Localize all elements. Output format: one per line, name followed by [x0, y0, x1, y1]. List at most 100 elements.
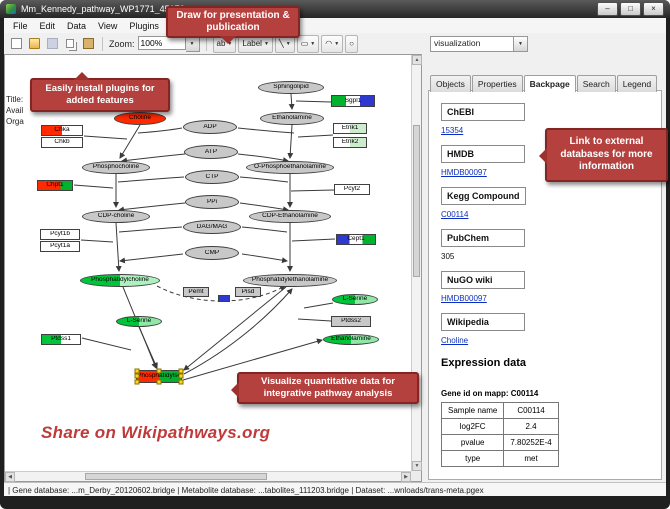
selection-handle[interactable] — [156, 368, 162, 373]
backpage-link-hmdb[interactable]: HMDB00097 — [441, 168, 487, 177]
node-pcyt1b[interactable]: Pcyt1b — [40, 228, 80, 240]
horizontal-scrollbar[interactable]: ◀ ▶ — [5, 471, 411, 482]
oval-tool-button[interactable]: ○ — [345, 34, 358, 53]
label-tool-icon: Label — [242, 39, 262, 48]
node-etnk2[interactable]: Etnk2 — [333, 136, 367, 148]
node-cdp-ethanolamine[interactable]: CDP-Ethanolamine — [249, 209, 331, 223]
selection-handle[interactable] — [156, 379, 162, 384]
node-sphingolipid[interactable]: Sphingolipid — [258, 80, 324, 94]
backpage-link-kegg-compound[interactable]: C00114 — [441, 210, 469, 219]
selection-handle[interactable] — [178, 368, 184, 373]
title-bar: Mm_Kennedy_pathway_WP1771_45176.gp... –□… — [0, 0, 670, 18]
selection-handle[interactable] — [134, 373, 140, 379]
zoom-input[interactable] — [137, 35, 186, 50]
scroll-down-icon[interactable]: ▼ — [412, 461, 422, 471]
node-dag-mag[interactable]: DAG/MAG — [183, 220, 241, 234]
selection-handle[interactable] — [178, 373, 184, 379]
selection-handle[interactable] — [134, 368, 140, 373]
tab-backpage[interactable]: Backpage — [523, 75, 576, 92]
share-annotation: Share on Wikipathways.org — [41, 423, 271, 442]
maximize-button[interactable]: □ — [620, 2, 641, 16]
backpage-link-wikipedia[interactable]: Choline — [441, 336, 469, 345]
node-pemt[interactable]: Pemt — [183, 287, 209, 297]
oval-tool-icon: ○ — [349, 39, 354, 48]
node-choline[interactable]: Choline — [114, 111, 166, 125]
backpage-link-chebi[interactable]: 15354 — [441, 126, 464, 135]
visualization-value[interactable]: visualization — [430, 36, 514, 52]
selection-handle[interactable] — [134, 379, 140, 384]
backpage-link-nugo-wiki[interactable]: HMDB00097 — [441, 294, 487, 303]
node-l-serine[interactable]: L-Serine — [332, 293, 378, 305]
save-file-icon — [46, 38, 58, 49]
line-tool-button[interactable]: ╲▼ — [274, 34, 295, 53]
vertical-scrollbar[interactable]: ▲ ▼ — [411, 55, 422, 471]
node-pcyt1a[interactable]: Pcyt1a — [40, 240, 80, 252]
node-pisd[interactable]: Pisd — [235, 287, 261, 297]
node-ethanolamine[interactable]: Ethanolamine — [323, 333, 379, 345]
copy-button[interactable] — [62, 36, 78, 52]
scroll-right-icon[interactable]: ▶ — [401, 472, 411, 482]
node-o-phosphoethanolamine[interactable]: O-Phosphoethanolamine — [246, 160, 334, 174]
node-pcyt2[interactable]: Pcyt2 — [334, 183, 370, 195]
node-label: Etnk2 — [341, 138, 359, 145]
pathway-edge — [241, 226, 288, 233]
node-label: Chka — [54, 126, 70, 133]
node-chkb[interactable]: Chkb — [41, 136, 83, 148]
vertical-scroll-thumb[interactable] — [413, 125, 420, 277]
node-cdp-choline[interactable]: CDP-choline — [82, 209, 150, 223]
node-cept1[interactable]: Cept1 — [336, 233, 376, 245]
node-ppi[interactable]: PPi — [185, 195, 239, 209]
menu-edit[interactable]: Edit — [39, 20, 56, 31]
scroll-up-icon[interactable]: ▲ — [412, 55, 422, 65]
menu-data[interactable]: Data — [67, 20, 87, 31]
open-file-button[interactable] — [26, 36, 42, 52]
close-button[interactable]: × — [643, 2, 664, 16]
node-ptdss1[interactable]: Ptdss1 — [41, 333, 81, 345]
pathway-edge — [117, 176, 185, 183]
label-tool-button[interactable]: Label▼ — [238, 34, 273, 53]
node-chpt1[interactable]: Chpt1 — [37, 179, 73, 191]
menu-plugins[interactable]: Plugins — [129, 20, 159, 31]
save-file-button[interactable] — [44, 36, 60, 52]
node-label: Phosphocholine — [92, 163, 140, 170]
arc-tool-button[interactable]: ◠▼ — [321, 34, 344, 53]
node-chka[interactable]: Chka — [41, 124, 83, 136]
mini-node[interactable] — [218, 294, 230, 302]
pathway-edge — [183, 286, 287, 371]
node-label: Pcyt2 — [343, 185, 361, 192]
node-phosphatidylethanolamine[interactable]: Phosphatidylethanolamine — [243, 273, 337, 287]
scroll-left-icon[interactable]: ◀ — [5, 472, 15, 482]
visualization-dropdown-icon[interactable]: ▼ — [514, 36, 528, 52]
node-cmp[interactable]: CMP — [185, 246, 239, 260]
node-l-serine[interactable]: L-Serine — [116, 315, 162, 327]
node-atp[interactable]: ATP — [184, 145, 238, 159]
tab-properties[interactable]: Properties — [471, 75, 523, 92]
selection-handle[interactable] — [178, 379, 184, 384]
horizontal-scroll-thumb[interactable] — [85, 473, 267, 480]
tab-search[interactable]: Search — [576, 75, 616, 92]
tab-legend[interactable]: Legend — [616, 75, 658, 92]
node-sgpl1[interactable]: Sgpl1 — [331, 95, 375, 107]
paste-button[interactable] — [80, 36, 96, 52]
node-ctp[interactable]: CTP — [185, 170, 239, 184]
pathway-edge — [297, 318, 332, 322]
node-ethanolamine[interactable]: Ethanolamine — [260, 111, 324, 125]
node-phosphatidylserine[interactable]: Phosphatidylserine — [134, 368, 184, 384]
minimize-button[interactable]: – — [597, 2, 618, 16]
menu-file[interactable]: File — [13, 20, 28, 31]
tab-objects[interactable]: Objects — [430, 75, 471, 92]
shape-tool-button[interactable]: ▭▼ — [296, 34, 320, 53]
pathway-edge — [137, 127, 183, 134]
new-file-button[interactable] — [8, 36, 24, 52]
node-phosphatidylcholine[interactable]: Phosphatidylcholine — [80, 273, 160, 287]
node-adp[interactable]: ADP — [183, 120, 237, 134]
node-etnk1[interactable]: Etnk1 — [333, 122, 367, 134]
node-ptdss2[interactable]: Ptdss2 — [331, 315, 371, 327]
node-label: Phosphatidylserine — [137, 372, 181, 379]
expression-table-cell: pvalue — [440, 434, 505, 451]
node-phosphocholine[interactable]: Phosphocholine — [82, 160, 150, 174]
menu-view[interactable]: View — [98, 20, 118, 31]
